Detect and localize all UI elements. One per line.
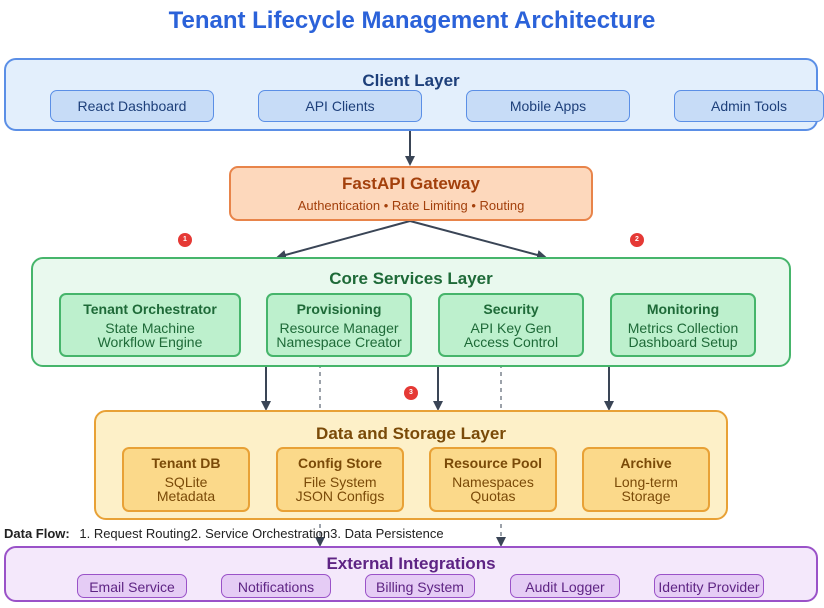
store-detail: Storage xyxy=(621,488,671,504)
fastapi-gateway[interactable]: FastAPI Gateway Authentication • Rate Li… xyxy=(229,166,593,221)
data-storage-layer: Data and Storage Layer Tenant DB SQLite … xyxy=(94,410,728,520)
service-name: Security xyxy=(483,301,539,317)
service-detail: Access Control xyxy=(463,334,559,350)
core-services-layer: Core Services Layer Tenant Orchestrator … xyxy=(31,257,791,367)
core-layer-title: Core Services Layer xyxy=(329,269,493,288)
service-detail: State Machine xyxy=(105,320,195,336)
service-detail: Dashboard Setup xyxy=(628,334,738,350)
store-name: Config Store xyxy=(298,455,382,471)
service-detail: Metrics Collection xyxy=(627,320,739,336)
store-name: Resource Pool xyxy=(443,455,543,471)
store-resource-pool[interactable]: Resource Pool Namespaces Quotas xyxy=(429,447,557,512)
client-admin-tools[interactable]: Admin Tools xyxy=(674,90,824,122)
gateway-title: FastAPI Gateway xyxy=(342,174,480,193)
store-detail: Metadata xyxy=(156,488,216,504)
store-detail: JSON Configs xyxy=(295,488,385,504)
store-name: Tenant DB xyxy=(151,455,221,471)
store-name: Archive xyxy=(620,455,672,471)
external-audit-logger[interactable]: Audit Logger xyxy=(510,574,620,598)
flow-badge-3: 3 xyxy=(404,386,418,400)
external-email-service[interactable]: Email Service xyxy=(77,574,187,598)
store-detail: File System xyxy=(303,474,377,490)
client-api-clients[interactable]: API Clients xyxy=(258,90,422,122)
store-tenant-db[interactable]: Tenant DB SQLite Metadata xyxy=(122,447,250,512)
flow-badge-2: 2 xyxy=(630,233,644,247)
store-archive[interactable]: Archive Long-term Storage xyxy=(582,447,710,512)
service-provisioning[interactable]: Provisioning Resource Manager Namespace … xyxy=(266,293,412,357)
external-layer-title: External Integrations xyxy=(326,554,496,573)
data-layer-title: Data and Storage Layer xyxy=(316,424,506,443)
service-name: Provisioning xyxy=(296,301,382,317)
legend-label: Data Flow: xyxy=(4,526,70,541)
client-layer-title: Client Layer xyxy=(362,71,460,90)
client-react-dashboard[interactable]: React Dashboard xyxy=(50,90,214,122)
client-mobile-apps[interactable]: Mobile Apps xyxy=(466,90,630,122)
store-detail: SQLite xyxy=(164,474,208,490)
store-detail: Quotas xyxy=(470,488,516,504)
external-identity-provider[interactable]: Identity Provider xyxy=(654,574,764,598)
gateway-subtitle: Authentication • Rate Limiting • Routing xyxy=(297,198,525,213)
client-layer: Client Layer React Dashboard API Clients… xyxy=(4,58,824,131)
service-name: Tenant Orchestrator xyxy=(83,301,217,317)
arrow-gateway-to-core-left xyxy=(276,220,411,260)
service-detail: API Key Gen xyxy=(470,320,552,336)
legend-step-1: 1. Request Routing xyxy=(79,526,191,541)
diagram-title: Tenant Lifecycle Management Architecture xyxy=(168,7,656,34)
service-tenant-orchestrator[interactable]: Tenant Orchestrator State Machine Workfl… xyxy=(59,293,241,357)
external-integrations-layer: External Integrations Email Service Noti… xyxy=(4,546,818,602)
store-config-store[interactable]: Config Store File System JSON Configs xyxy=(276,447,404,512)
service-name: Monitoring xyxy=(646,301,720,317)
store-detail: Long-term xyxy=(614,474,678,490)
store-detail: Namespaces xyxy=(452,474,534,490)
service-monitoring[interactable]: Monitoring Metrics Collection Dashboard … xyxy=(610,293,756,357)
external-billing-system[interactable]: Billing System xyxy=(365,574,475,598)
service-security[interactable]: Security API Key Gen Access Control xyxy=(438,293,584,357)
service-detail: Namespace Creator xyxy=(276,334,402,350)
service-detail: Resource Manager xyxy=(279,320,399,336)
legend-step-3: 3. Data Persistence xyxy=(330,526,444,541)
flow-badge-1: 1 xyxy=(178,233,192,247)
external-notifications[interactable]: Notifications xyxy=(221,574,331,598)
service-detail: Workflow Engine xyxy=(97,334,203,350)
data-flow-legend: Data Flow: 1. Request Routing2. Service … xyxy=(4,526,444,541)
arrow-gateway-to-core-right xyxy=(409,220,547,260)
legend-step-2: 2. Service Orchestration xyxy=(190,526,331,541)
